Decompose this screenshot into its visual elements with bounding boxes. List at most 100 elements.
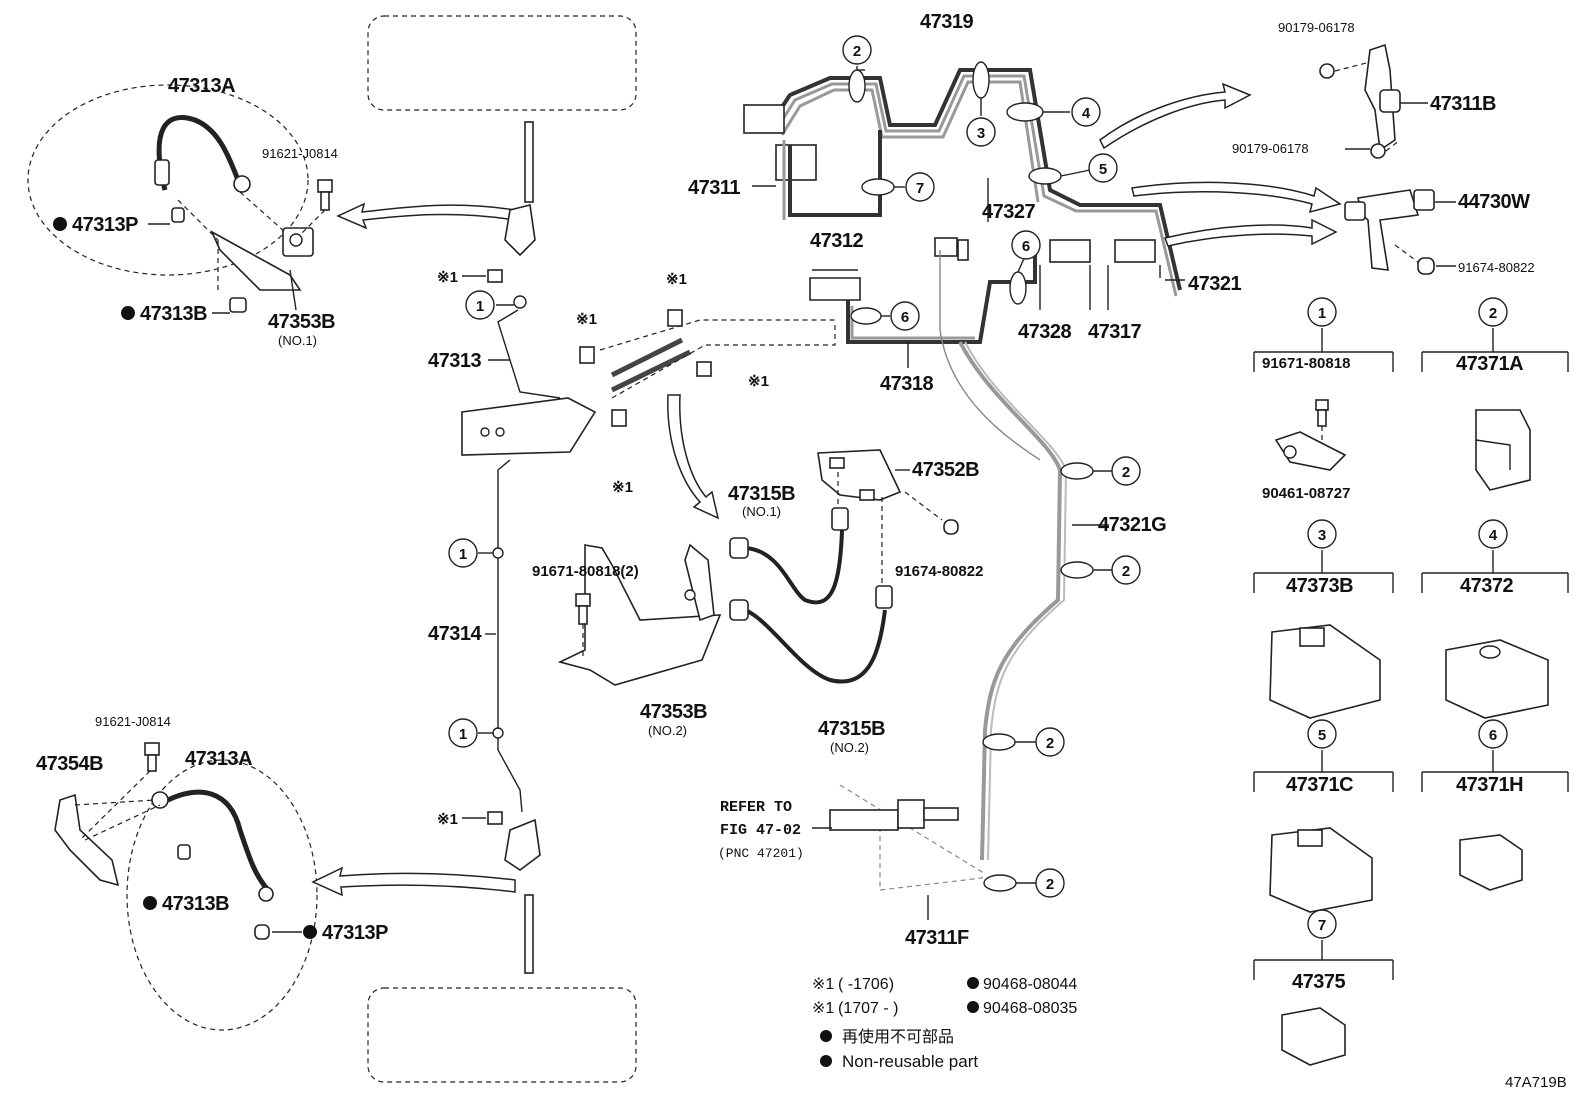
label-47315b-no1: 47315B: [728, 483, 795, 505]
label-91621-bot: 91621-J0814: [95, 714, 171, 729]
clamp-group-1: [1253, 328, 1394, 471]
refer-line2: FIG 47-02: [720, 822, 801, 839]
clamp-num-5: 5: [1307, 719, 1337, 749]
svg-text:(1707 - ): (1707 - ): [838, 1000, 898, 1017]
label-91674-mid: 91674-80822: [895, 563, 983, 580]
x1-mark: ※1: [437, 811, 458, 828]
label-47317: 47317: [1088, 321, 1141, 343]
callout-circle: 2: [842, 35, 872, 65]
label-no1-b: (NO.1): [742, 504, 781, 519]
svg-text:3: 3: [1318, 527, 1326, 544]
svg-text:6: 6: [1489, 727, 1497, 744]
label-47321g: 47321G: [1098, 514, 1166, 536]
label-47354b: 47354B: [36, 753, 103, 775]
non-reusable-dot: [143, 896, 157, 910]
svg-text:1: 1: [476, 298, 484, 315]
clamp-label-5: 47371C: [1286, 774, 1353, 796]
non-reusable-dot: [121, 306, 135, 320]
clamp-num-2: 2: [1478, 297, 1508, 327]
non-reusable-dot: [53, 217, 67, 231]
svg-text:2: 2: [853, 43, 861, 60]
svg-text:再使用不可部品: 再使用不可部品: [842, 1028, 954, 1046]
svg-text:4: 4: [1082, 105, 1091, 122]
callout-circle: 2: [1035, 868, 1065, 898]
label-47327: 47327: [982, 201, 1035, 223]
svg-text:2: 2: [1489, 305, 1497, 322]
svg-text:Non-reusable part: Non-reusable part: [842, 1052, 978, 1071]
callout-circle: 1: [465, 290, 495, 320]
arrow-to-top-left: [336, 202, 516, 230]
clamp-group-4: [1421, 550, 1569, 719]
diagram-id: 47A719B: [1505, 1074, 1567, 1091]
label-47313a-top: 47313A: [168, 75, 235, 97]
clamp-num-6: 6: [1478, 719, 1508, 749]
clamp-label-2: 47371A: [1456, 353, 1523, 375]
label-47328: 47328: [1018, 321, 1071, 343]
flex-hose-top: [156, 115, 241, 191]
svg-text:90468-08044: 90468-08044: [983, 976, 1077, 993]
tube-47321g: [958, 341, 1063, 861]
svg-text:1: 1: [1318, 305, 1326, 322]
svg-text:1: 1: [459, 726, 467, 743]
flex-hose-47315b-no2: [744, 608, 887, 684]
clamp-group-3: [1253, 550, 1394, 719]
label-47311f: 47311F: [905, 927, 969, 949]
label-47313p-top: 47313P: [72, 214, 138, 236]
label-no2-b: (NO.2): [830, 740, 869, 755]
x1-mark: ※1: [612, 479, 633, 496]
svg-text:1: 1: [459, 546, 467, 563]
top-rod: [524, 121, 534, 203]
callout-circle: 6: [1011, 230, 1041, 260]
label-47353b-no2: 47353B: [640, 701, 707, 723]
clamp-num-1: 1: [1307, 297, 1337, 327]
arrow-to-44730w-b: [1163, 218, 1338, 247]
arrow-to-47311b: [1099, 82, 1252, 150]
arrow-to-center-bracket: [667, 394, 720, 520]
svg-text:6: 6: [901, 309, 909, 326]
label-47314: 47314: [428, 623, 482, 645]
svg-text:2: 2: [1046, 876, 1054, 893]
callout-circle: 3: [966, 117, 996, 147]
clamp-label-7: 47375: [1292, 971, 1345, 993]
bottom-blank-box: [367, 987, 637, 1083]
callout-circle: 2: [1111, 555, 1141, 585]
refer-line3: (PNC 47201): [718, 846, 804, 861]
x1-mark: ※1: [437, 269, 458, 286]
flex-hose-bottom: [166, 789, 270, 892]
label-no1-a: (NO.1): [278, 333, 317, 348]
label-47318: 47318: [880, 373, 933, 395]
refer-line1: REFER TO: [720, 799, 792, 816]
bottom-left-detail-ring: [126, 759, 318, 1031]
label-47319: 47319: [920, 11, 973, 33]
callout-circle: 4: [1071, 97, 1101, 127]
label-47353b-no1: 47353B: [268, 311, 335, 333]
top-left-detail-ring: [27, 84, 309, 276]
svg-text:3: 3: [977, 125, 985, 142]
svg-text:※1: ※1: [812, 976, 834, 993]
clamp-num-3: 3: [1307, 519, 1337, 549]
label-44730w: 44730W: [1458, 191, 1530, 213]
clamp-sub-1: 90461-08727: [1262, 485, 1350, 502]
label-47315b-no2: 47315B: [818, 718, 885, 740]
callout-circle: 2: [1111, 456, 1141, 486]
clamp-label-3: 47373B: [1286, 575, 1353, 597]
label-47313a-bot: 47313A: [185, 748, 252, 770]
label-47352b: 47352B: [912, 459, 979, 481]
label-47321: 47321: [1188, 273, 1241, 295]
top-blank-box: [367, 15, 637, 111]
clamp-group-6: [1421, 750, 1569, 891]
svg-text:7: 7: [916, 180, 924, 197]
arrow-to-bottom-left: [311, 866, 516, 897]
callout-circle: 6: [890, 301, 920, 331]
label-47313b-top: 47313B: [140, 303, 207, 325]
clamp-num-7: 7: [1307, 909, 1337, 939]
label-91674-right: 91674-80822: [1458, 260, 1535, 275]
svg-text:6: 6: [1022, 238, 1030, 255]
tube-47313: [497, 309, 561, 399]
flex-hose-47315b-no1: [744, 529, 844, 605]
arrow-to-44730w-a: [1131, 181, 1342, 214]
callout-circle: 1: [448, 718, 478, 748]
clamp-group-5: [1253, 750, 1394, 913]
svg-text:5: 5: [1318, 727, 1326, 744]
